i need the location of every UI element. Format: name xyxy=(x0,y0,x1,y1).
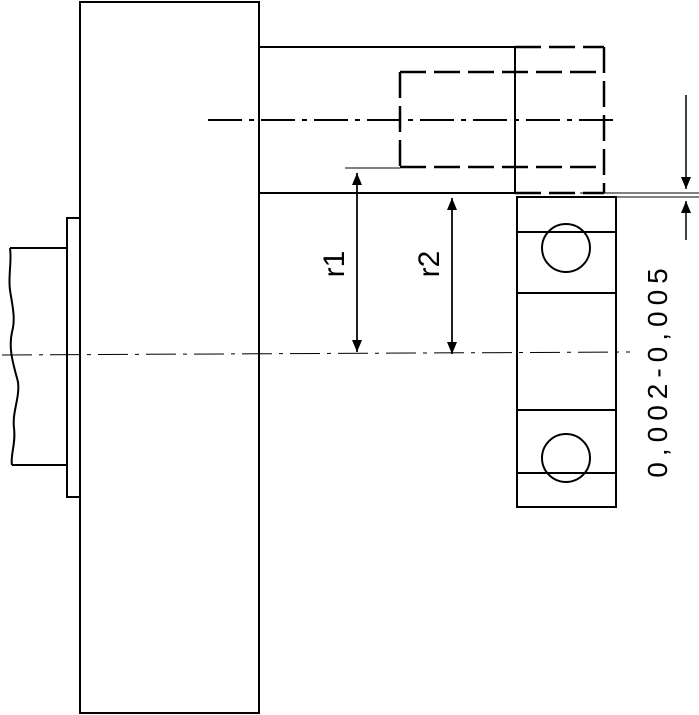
bearing-ball-top xyxy=(541,223,591,273)
r2-label: r2 xyxy=(413,251,446,278)
bearing xyxy=(516,196,617,508)
main-centerline xyxy=(1,351,631,356)
dimension-r1 xyxy=(345,167,400,352)
disc xyxy=(79,1,260,714)
shaft-stub xyxy=(8,247,67,466)
flange-plate xyxy=(66,217,81,498)
gap-dimension xyxy=(580,95,699,240)
r1-label: r1 xyxy=(318,251,351,278)
tolerance-label: 0,002-0,005 xyxy=(642,262,673,477)
bearing-ball-bottom xyxy=(541,433,591,483)
